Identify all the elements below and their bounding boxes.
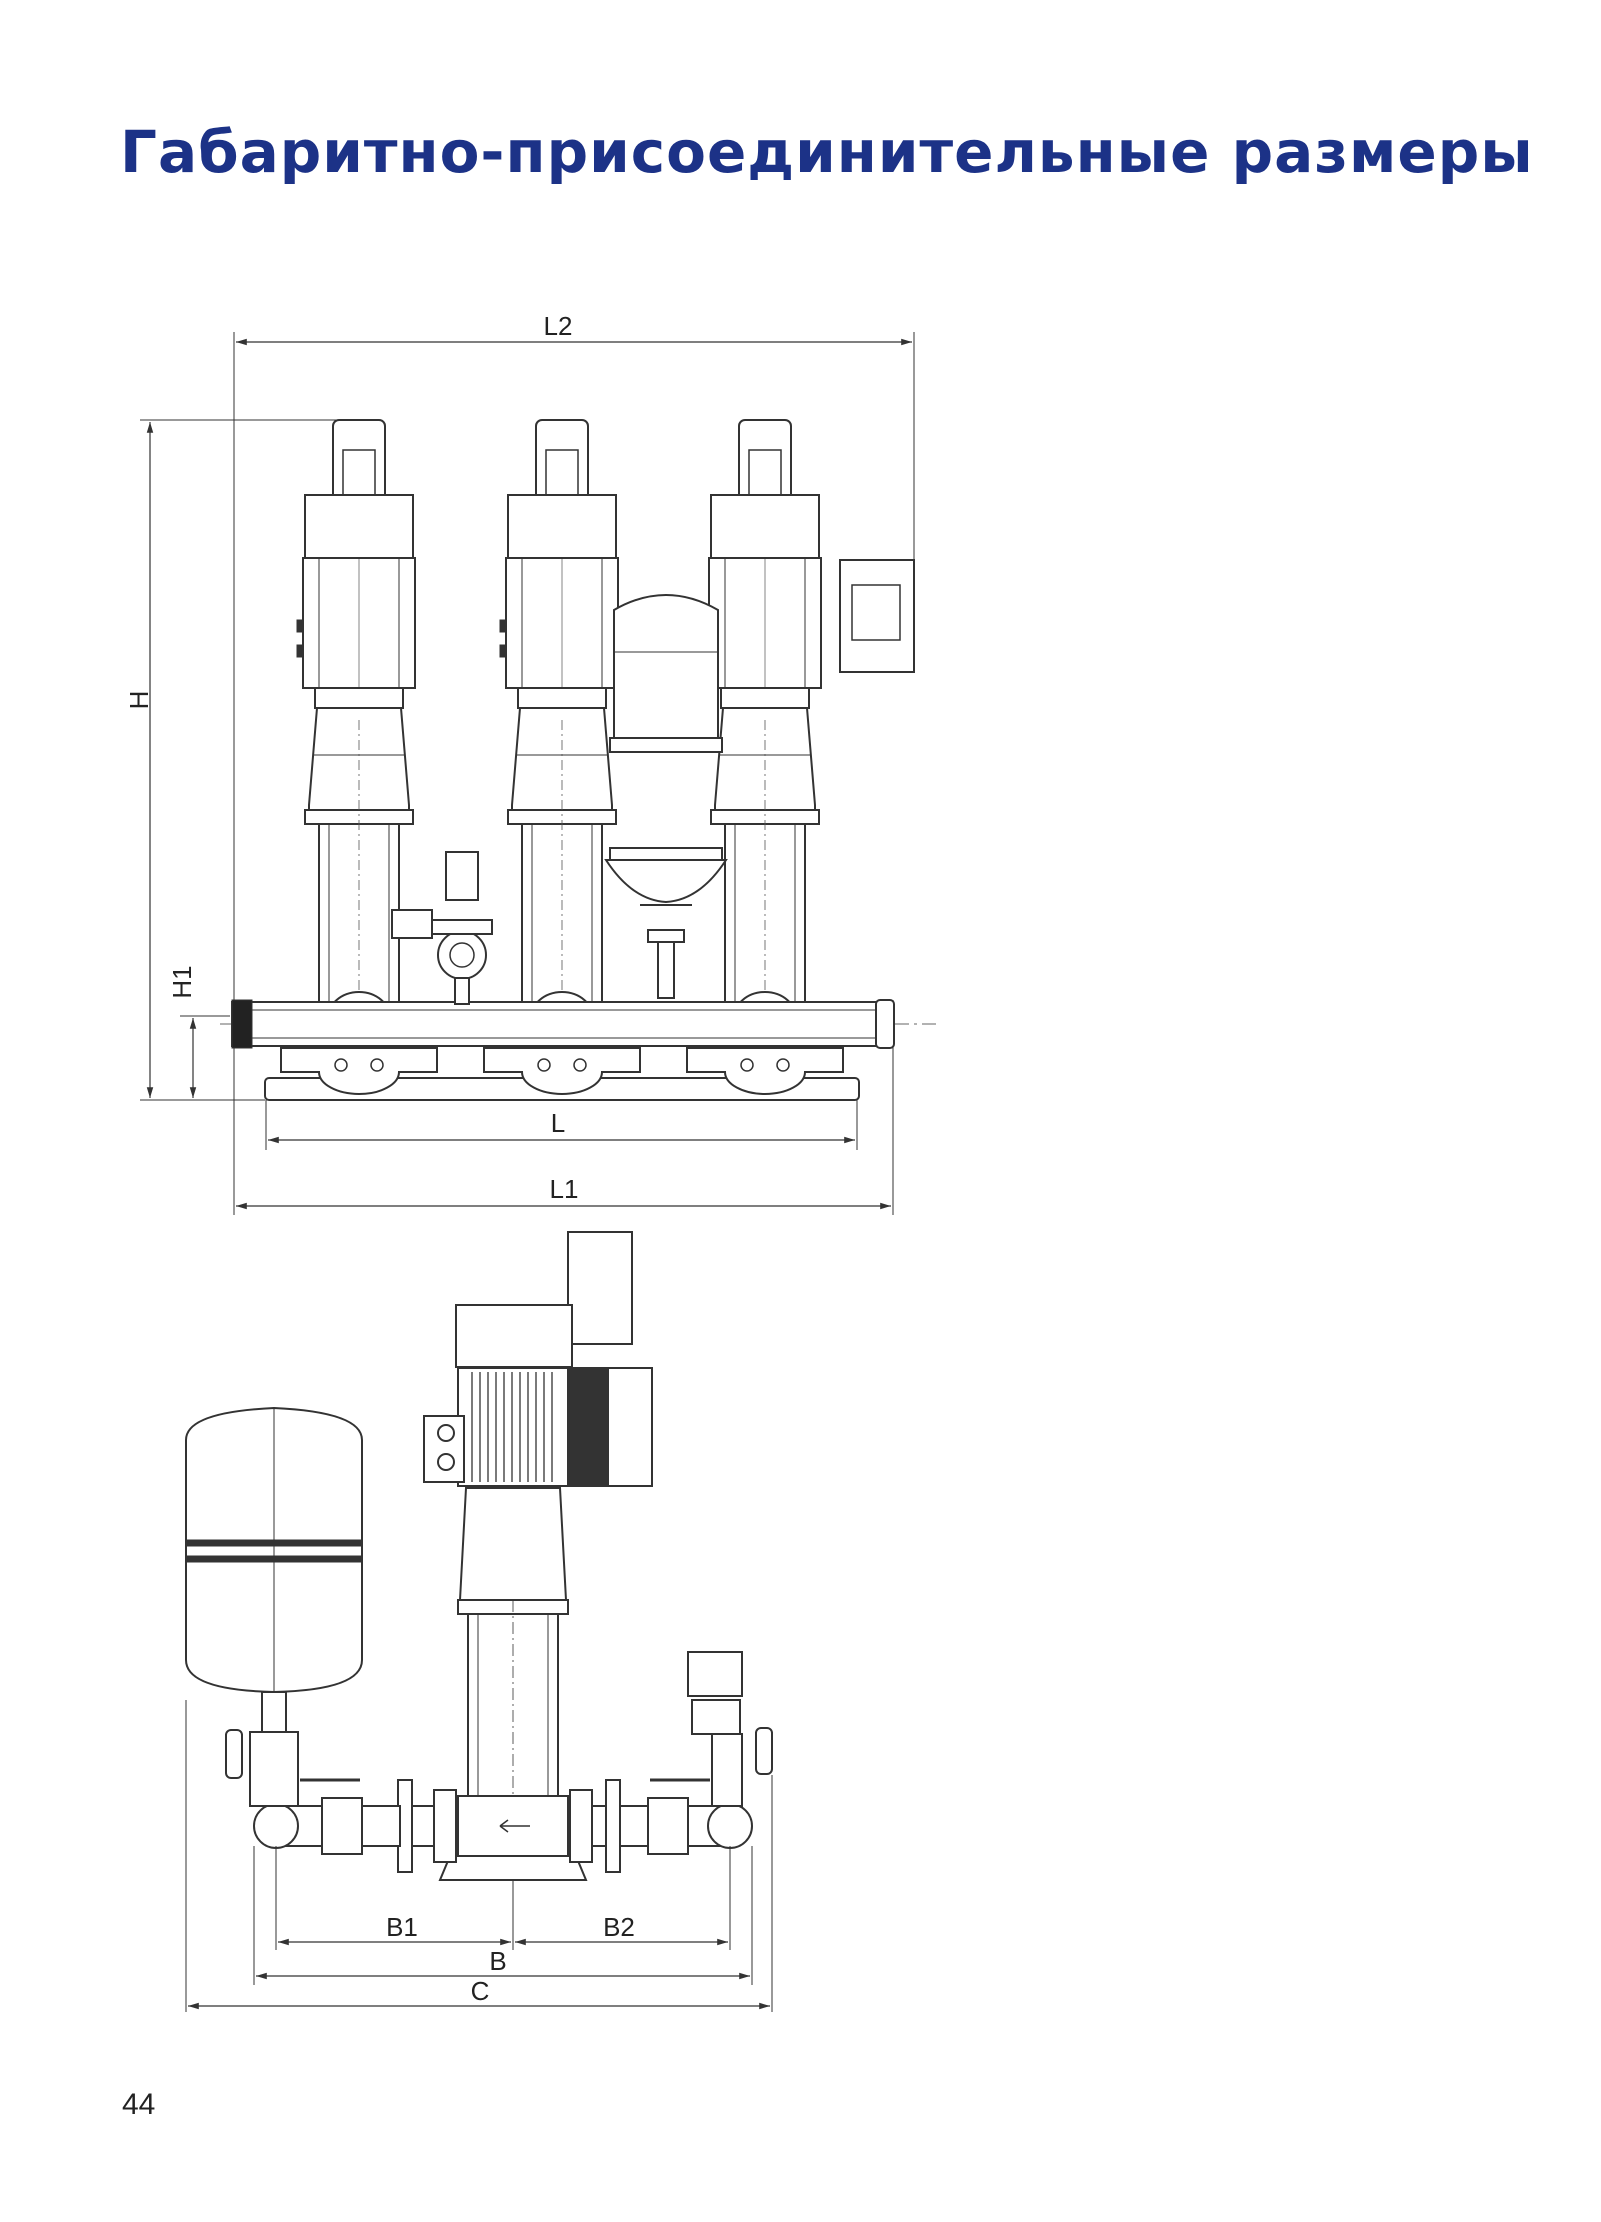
- dim-label-l: L: [551, 1108, 565, 1138]
- page-title: Габаритно-присоединительные размеры: [120, 118, 1534, 186]
- dim-label-l2: L2: [544, 311, 573, 341]
- dim-label-l1: L1: [550, 1174, 579, 1204]
- pressure-tank: [613, 594, 719, 743]
- front-view: [140, 332, 940, 1215]
- manifold-pipe: [231, 1001, 881, 1047]
- dim-label-b1: B1: [386, 1912, 418, 1942]
- dim-label-h1: H1: [167, 965, 197, 998]
- dim-label-h: H: [124, 691, 154, 710]
- dim-label-b2: B2: [603, 1912, 635, 1942]
- dim-label-b: B: [489, 1946, 506, 1976]
- side-view: [185, 1231, 773, 2012]
- dim-label-c: C: [471, 1976, 490, 2006]
- page-number: 44: [122, 2088, 156, 2121]
